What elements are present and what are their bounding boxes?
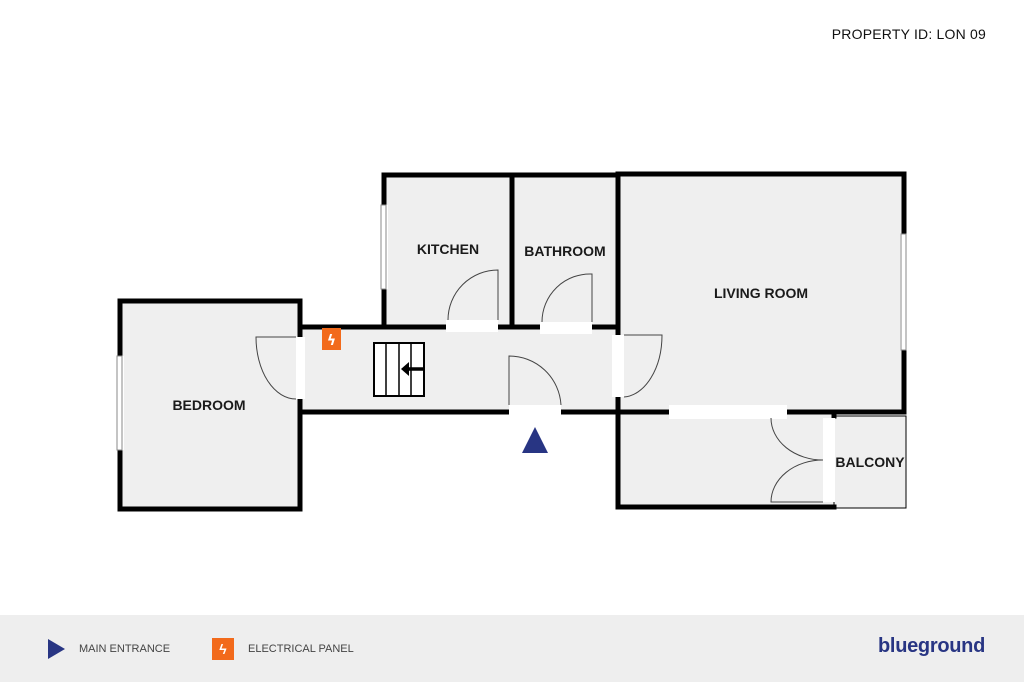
door-openings	[116, 204, 908, 502]
balcony-floor	[834, 416, 906, 508]
svg-text:ϟ: ϟ	[327, 333, 336, 349]
living-room-floor	[618, 174, 904, 412]
legend-label-electrical-panel: ELECTRICAL PANEL	[248, 643, 354, 655]
floor-plan: ϟ KITCHEN BATHROOM LIVING ROOM BEDROOM B…	[116, 171, 908, 512]
legend-main-entrance: MAIN ENTRANCE	[48, 639, 170, 659]
electrical-panel-legend-icon: ϟ	[212, 638, 234, 660]
main-entrance-legend-icon	[48, 639, 65, 659]
property-id: PROPERTY ID: LON 09	[831, 26, 986, 42]
door-swings	[255, 269, 824, 503]
main-entrance-icon	[522, 427, 548, 453]
room-label-bathroom: BATHROOM	[524, 243, 605, 259]
stairs	[373, 342, 425, 397]
stairs-arrow-icon	[401, 362, 409, 376]
bathroom-floor	[512, 175, 618, 327]
lower-room-floor	[618, 412, 834, 507]
bolt-glyph: ϟ	[219, 641, 227, 657]
bedroom-floor	[120, 301, 300, 509]
blueground-logo: blueground	[878, 635, 985, 657]
room-label-living-room: LIVING ROOM	[714, 285, 808, 301]
room-label-bedroom: BEDROOM	[172, 397, 245, 413]
legend-label-main-entrance: MAIN ENTRANCE	[79, 643, 171, 655]
hallway-floor	[300, 327, 618, 412]
room-label-balcony: BALCONY	[835, 454, 905, 470]
kitchen-floor	[384, 175, 512, 327]
electrical-panel-icon: ϟ	[322, 328, 341, 350]
legend-electrical-panel: ϟ ELECTRICAL PANEL	[212, 638, 354, 660]
legend-bar: MAIN ENTRANCE ϟ ELECTRICAL PANEL bluegro…	[0, 615, 1024, 682]
room-label-kitchen: KITCHEN	[417, 241, 479, 257]
